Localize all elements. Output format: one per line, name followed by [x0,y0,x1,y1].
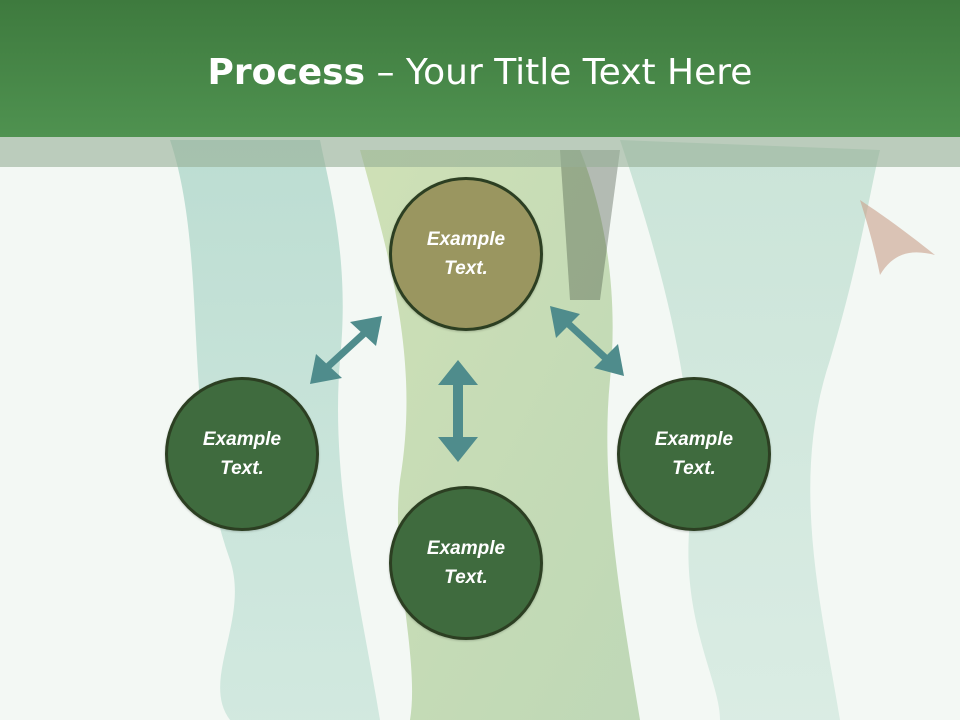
arrow-top-right [550,306,624,376]
node-left-line1: Example [202,429,282,450]
title-bold: Process [207,52,366,93]
arrow-top-left [310,316,382,384]
node-left-line2: Text. [220,458,264,479]
node-bottom-line2: Text. [444,567,488,588]
process-node-top: Example Text. [389,177,543,331]
process-node-right: Example Text. [617,377,771,531]
title-rest: – Your Title Text Here [365,52,753,93]
node-bottom-line1: Example [426,538,506,559]
node-top-line2: Text. [444,258,488,279]
node-right-line2: Text. [672,458,716,479]
process-node-bottom: Example Text. [389,486,543,640]
arrow-vertical [438,360,478,462]
node-right-line1: Example [654,429,734,450]
header-bar [0,0,960,137]
page-title: Process – Your Title Text Here [0,52,960,93]
node-top-line1: Example [426,229,506,250]
header-strip [0,137,960,167]
process-node-left: Example Text. [165,377,319,531]
